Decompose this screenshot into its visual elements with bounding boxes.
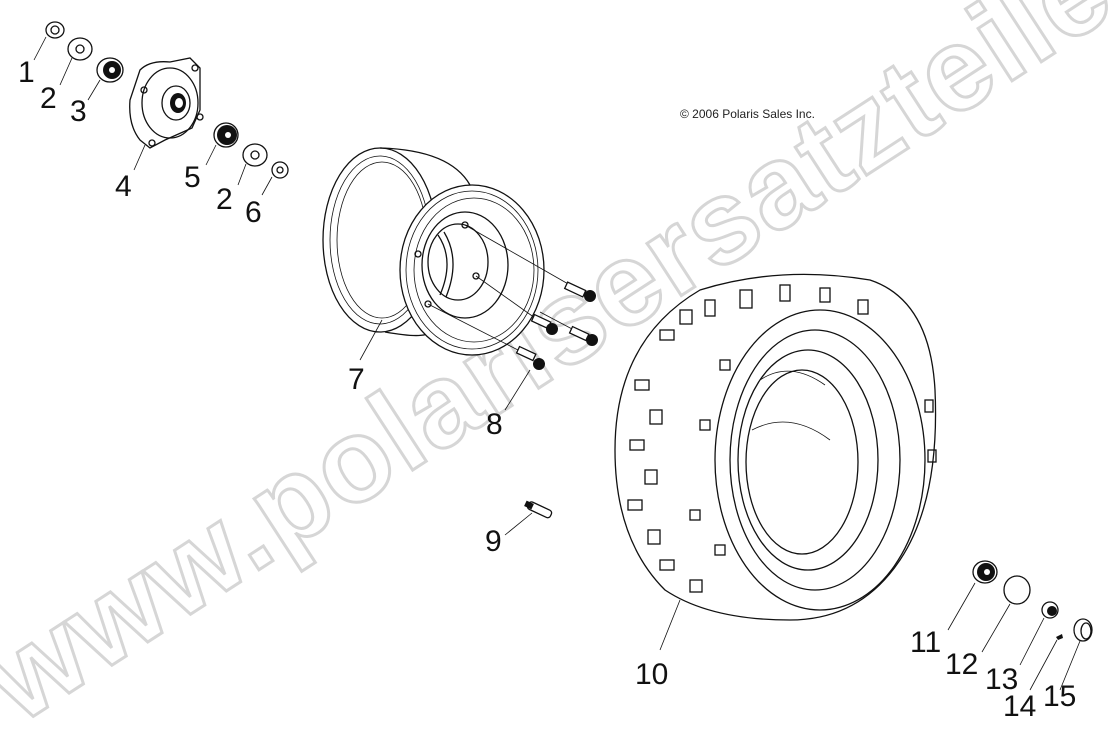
callout-8[interactable]: 8 bbox=[486, 408, 503, 441]
callout-4[interactable]: 4 bbox=[115, 170, 132, 203]
callout-12[interactable]: 12 bbox=[945, 648, 979, 681]
callout-15[interactable]: 15 bbox=[1043, 680, 1077, 713]
callout-2b[interactable]: 2 bbox=[216, 183, 233, 216]
callout-13[interactable]: 13 bbox=[985, 663, 1019, 696]
callout-3[interactable]: 3 bbox=[70, 95, 87, 128]
part-14-cotter-pin-icon[interactable] bbox=[1056, 634, 1063, 640]
callout-9[interactable]: 9 bbox=[485, 525, 502, 558]
part-8-lug-bolt-icon[interactable] bbox=[427, 224, 598, 370]
part-6-nut-icon[interactable] bbox=[271, 161, 289, 179]
callout-2[interactable]: 2 bbox=[40, 82, 57, 115]
part-13-castle-nut-icon[interactable] bbox=[1041, 601, 1059, 619]
part-1-nut-icon[interactable] bbox=[45, 21, 65, 39]
callout-10[interactable]: 10 bbox=[635, 658, 669, 691]
callout-14[interactable]: 14 bbox=[1003, 690, 1037, 723]
part-5-bearing-icon[interactable] bbox=[213, 122, 239, 148]
part-9-valve-stem-icon[interactable] bbox=[524, 500, 553, 519]
callout-6[interactable]: 6 bbox=[245, 196, 262, 229]
part-12-cap-icon[interactable] bbox=[1003, 575, 1031, 605]
callout-5[interactable]: 5 bbox=[184, 161, 201, 194]
part-15-cap-nut-icon[interactable] bbox=[1073, 618, 1093, 642]
part-2-washer-icon[interactable] bbox=[67, 37, 93, 61]
part-4-hub-icon[interactable] bbox=[129, 57, 204, 149]
callout-7[interactable]: 7 bbox=[348, 363, 365, 396]
copyright-notice: © 2006 Polaris Sales Inc. bbox=[680, 107, 815, 121]
part-2-washer-icon[interactable] bbox=[242, 143, 268, 167]
part-3-seal-icon[interactable] bbox=[96, 57, 124, 83]
callout-11[interactable]: 11 bbox=[910, 626, 942, 659]
part-11-washer-icon[interactable] bbox=[972, 560, 998, 584]
callout-1[interactable]: 1 bbox=[18, 56, 35, 89]
part-10-tire-icon[interactable] bbox=[614, 273, 937, 621]
